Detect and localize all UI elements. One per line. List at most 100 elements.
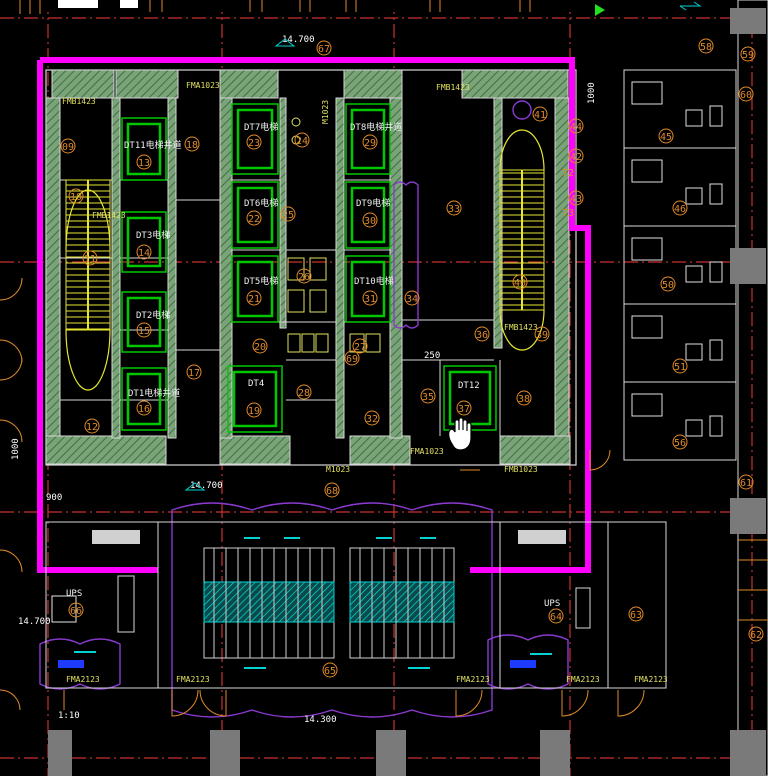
elevator-label-dt6: DT6电梯 — [244, 197, 278, 209]
door-fma2123-e: FMA2123 — [634, 675, 668, 684]
door-fma1023-top: FMA1023 — [186, 81, 220, 90]
svg-text:37: 37 — [458, 404, 470, 415]
svg-text:65: 65 — [324, 666, 336, 677]
svg-text:12: 12 — [86, 422, 98, 433]
elevator-label-dt1: DT1电梯井道 — [128, 387, 180, 399]
svg-text:24: 24 — [296, 136, 308, 147]
left-doors — [0, 277, 23, 711]
svg-text:11: 11 — [84, 254, 96, 265]
elevator-label-dt7: DT7电梯 — [244, 121, 278, 133]
svg-text:68: 68 — [326, 486, 338, 497]
level-marker-mid — [184, 482, 206, 491]
svg-text:18: 18 — [186, 140, 198, 151]
server-racks — [58, 537, 552, 669]
svg-text:60: 60 — [740, 90, 752, 101]
svg-text:38: 38 — [518, 394, 530, 405]
svg-text:59: 59 — [742, 50, 754, 61]
ups-label-right: UPS — [544, 599, 560, 609]
right-columns — [48, 8, 766, 776]
svg-text:29: 29 — [364, 138, 376, 149]
svg-text:56: 56 — [674, 438, 686, 449]
door-fma2123-c: FMA2123 — [456, 675, 490, 684]
revision-clouds — [39, 100, 569, 718]
svg-text:13: 13 — [138, 158, 150, 169]
dim-1000: 1000 — [11, 438, 21, 460]
elevator-cars — [121, 103, 497, 433]
svg-text:40: 40 — [514, 278, 526, 289]
dim-1000b: 1000 — [587, 82, 597, 104]
svg-text:25: 25 — [282, 210, 294, 221]
svg-text:62: 62 — [750, 630, 762, 641]
door-m1023-a: M1023 — [321, 100, 330, 124]
svg-text:66: 66 — [70, 606, 82, 617]
svg-text:46: 46 — [674, 204, 686, 215]
svg-text:63: 63 — [630, 610, 642, 621]
svg-text:26: 26 — [298, 272, 310, 283]
svg-text:14: 14 — [138, 248, 150, 259]
svg-text:58: 58 — [700, 42, 712, 53]
hand-cursor-icon — [448, 417, 472, 451]
door-fma2123-b: FMA2123 — [176, 675, 210, 684]
level-left: 14.700 — [18, 617, 51, 627]
svg-text:69: 69 — [346, 354, 358, 365]
svg-text:33: 33 — [448, 204, 460, 215]
elevator-label-dt10: DT10电梯 — [354, 275, 394, 287]
magenta-boundary — [37, 57, 591, 573]
svg-text:10: 10 — [70, 192, 82, 203]
door-fmb1423-top: FMB1423 — [436, 83, 470, 92]
svg-text:43: 43 — [570, 194, 582, 205]
svg-text:19: 19 — [248, 406, 260, 417]
svg-text:31: 31 — [364, 294, 376, 305]
elevator-label-dt3: DT3电梯 — [136, 229, 170, 241]
svg-text:27: 27 — [354, 342, 366, 353]
level-marker-top — [274, 38, 296, 47]
svg-text:73: 73 — [562, 208, 574, 219]
right-rooms — [623, 0, 768, 776]
door-fmb1023-bot: FMB1023 — [504, 465, 538, 474]
svg-text:41: 41 — [534, 110, 546, 121]
svg-text:50: 50 — [662, 280, 674, 291]
elevator-label-dt9: DT9电梯 — [356, 197, 390, 209]
level-top: 14.700 — [282, 35, 315, 45]
svg-text:30: 30 — [364, 216, 376, 227]
elevator-label-dt12: DT12 — [458, 381, 480, 391]
svg-text:64: 64 — [550, 612, 562, 623]
core-walls — [45, 69, 577, 466]
svg-text:09: 09 — [62, 142, 74, 153]
svg-text:61: 61 — [740, 478, 752, 489]
svg-text:67: 67 — [318, 44, 330, 55]
door-fmb1423-r2: FMB1423 — [92, 211, 126, 220]
door-fma2123-a: FMA2123 — [66, 675, 100, 684]
elevator-label-dt11: DT11电梯井道 — [124, 139, 182, 151]
svg-text:20: 20 — [254, 342, 266, 353]
svg-text:72: 72 — [562, 168, 574, 179]
svg-text:35: 35 — [422, 392, 434, 403]
room-number-markers — [60, 38, 764, 678]
door-fmb1423-right: FMB1423 — [504, 323, 538, 332]
room-number-texts: 09 10 11 12 13 14 15 16 17 18 19 20 21 2… — [62, 42, 762, 677]
dim-900: 900 — [46, 493, 62, 503]
svg-text:36: 36 — [476, 330, 488, 341]
svg-text:34: 34 — [406, 294, 418, 305]
svg-text:22: 22 — [248, 214, 260, 225]
svg-text:16: 16 — [138, 404, 150, 415]
svg-text:44: 44 — [570, 122, 582, 133]
svg-text:42: 42 — [570, 152, 582, 163]
svg-text:23: 23 — [248, 138, 260, 149]
dim-250: 250 — [424, 351, 440, 361]
svg-text:51: 51 — [674, 362, 686, 373]
elevator-label-dt5: DT5电梯 — [244, 275, 278, 287]
svg-text:15: 15 — [138, 326, 150, 337]
svg-text:21: 21 — [248, 294, 260, 305]
door-fma1023-bot: FMA1023 — [410, 447, 444, 456]
bottom-doors — [63, 449, 645, 717]
door-fmb1423-left: FMB1423 — [62, 97, 96, 106]
elevator-label-dt8: DT8电梯井道 — [350, 121, 402, 133]
svg-text:32: 32 — [366, 414, 378, 425]
stairs — [65, 129, 545, 391]
lower-rooms — [45, 521, 667, 689]
level-mid: 14.700 — [190, 481, 223, 491]
svg-text:39: 39 — [536, 330, 548, 341]
level-bottom: 14.300 — [304, 715, 337, 725]
